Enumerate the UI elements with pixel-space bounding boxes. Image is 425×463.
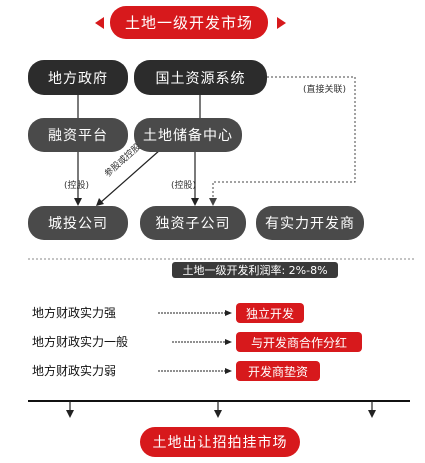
financing-platform-node: 融资平台 [28,118,128,152]
profit-rate-badge: 土地一级开发利润率: 2%-8% [172,262,338,278]
profit-rate-label: 土地一级开发利润率: 2%-8% [182,264,328,277]
chengtou-company-label: 城投公司 [48,216,108,232]
primary-land-market-label: 土地一级开发市场 [124,14,253,32]
right-arrow-icon [277,17,286,29]
local-government-label: 地方政府 [48,70,108,87]
independent-development-label: 独立开发 [245,306,294,321]
land-reserve-center-node: 土地储备中心 [134,118,242,152]
strong-developer-node: 有实力开发商 [256,206,364,240]
land-transfer-market-label: 土地出让招拍挂市场 [152,435,288,451]
control-label-left: (控股) [64,181,90,191]
left-arrow-icon [95,17,104,29]
fiscal-weak-label: 地方财政实力弱 [32,364,117,378]
land-transfer-market-banner: 土地出让招拍挂市场 [140,427,300,457]
developer-advance-label: 开发商垫资 [247,364,308,379]
wholly-owned-subsidiary-node: 独资子公司 [140,206,246,240]
wholly-owned-subsidiary-label: 独资子公司 [155,216,231,232]
financing-platform-label: 融资平台 [48,128,108,144]
strong-developer-label: 有实力开发商 [265,216,355,232]
cooperate-dividend-box: 与开发商合作分红 [236,332,362,352]
cooperate-dividend-label: 与开发商合作分红 [250,335,347,350]
local-government-node: 地方政府 [28,60,128,95]
fiscal-medium-label: 地方财政实力一般 [32,335,129,349]
land-reserve-center-label: 土地储备中心 [143,128,233,144]
direct-link-label: (直接关联) [303,85,347,95]
land-resource-system-label: 国土资源系统 [155,70,246,87]
land-resource-system-node: 国土资源系统 [134,60,267,95]
chengtou-company-node: 城投公司 [28,206,128,240]
control-label-right: (控股) [171,181,197,191]
independent-development-box: 独立开发 [236,303,304,323]
fiscal-strong-label: 地方财政实力强 [32,306,117,320]
primary-land-market-banner: 土地一级开发市场 [110,6,268,39]
developer-advance-box: 开发商垫资 [236,361,320,381]
